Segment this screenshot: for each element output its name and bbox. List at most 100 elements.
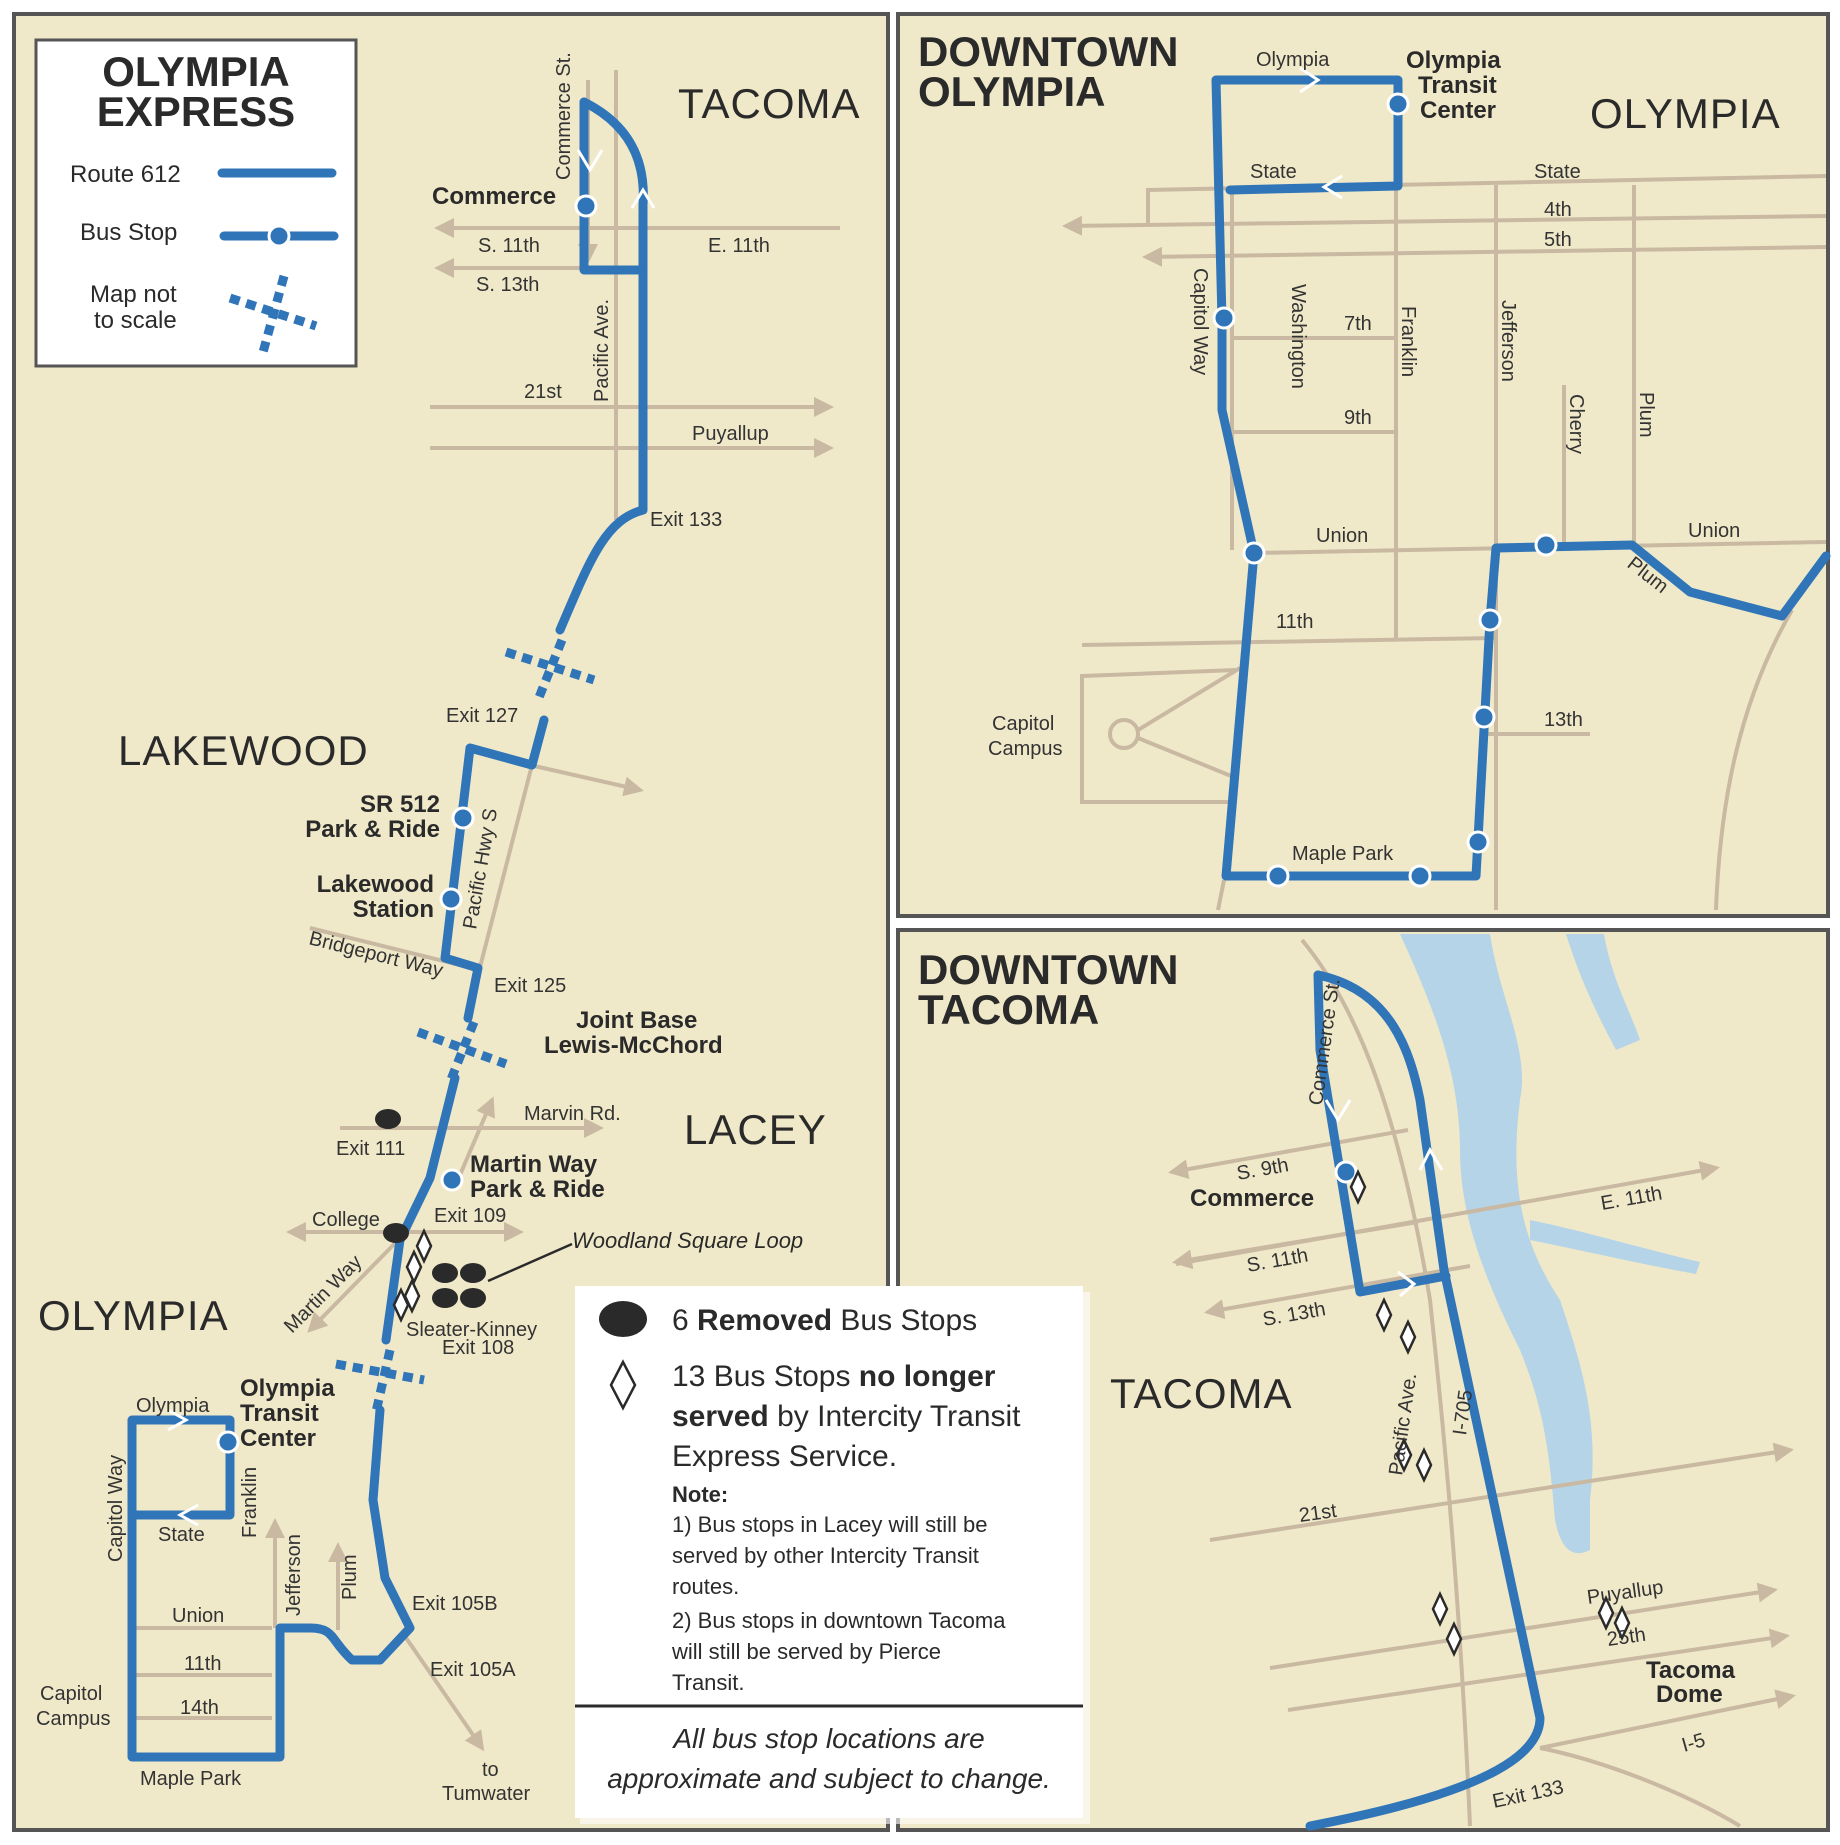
state-label-right: State bbox=[1534, 161, 1581, 183]
route-segment-tacoma bbox=[555, 97, 648, 635]
14th-label: 14th bbox=[180, 1697, 219, 1719]
martin-way-stop-label-1: Martin Way bbox=[470, 1151, 598, 1178]
city-label-olympia: OLYMPIA bbox=[38, 1292, 229, 1339]
direction-arrow-icon bbox=[1418, 1146, 1444, 1171]
union-label-left: Union bbox=[1316, 525, 1368, 547]
s11th-street bbox=[1172, 1220, 1419, 1270]
washington-label: Washington bbox=[1287, 284, 1309, 389]
jefferson-label: Jefferson bbox=[283, 1534, 305, 1616]
olympia-inset-otc-3: Center bbox=[1420, 97, 1496, 124]
college-label: College bbox=[312, 1209, 380, 1231]
stop-maple-park-west-inset[interactable] bbox=[1266, 864, 1290, 888]
tacoma-inset-title-2: TACOMA bbox=[918, 986, 1099, 1033]
unserved-stop-marker bbox=[1395, 1437, 1413, 1473]
21st-label: 21st bbox=[1298, 1500, 1339, 1527]
commerce-st-label: Commerce St. bbox=[553, 52, 575, 180]
11th-label: 11th bbox=[184, 1653, 221, 1675]
stop-commerce-inset[interactable] bbox=[1334, 1160, 1358, 1184]
direction-arrow-icon bbox=[576, 149, 604, 173]
unserved-stop-marker bbox=[405, 1249, 423, 1285]
i5-street bbox=[1539, 1689, 1796, 1750]
main-map-panel: TACOMA LAKEWOOD LACEY OLYMPIA Commerce S… bbox=[12, 12, 890, 1832]
pacific-hwy-street bbox=[476, 764, 534, 976]
stop-maple-park-east-inset[interactable] bbox=[1408, 864, 1432, 888]
stop-capitol-way-inset[interactable] bbox=[1212, 306, 1236, 330]
note-title: Note: bbox=[672, 1482, 728, 1507]
jefferson-label: Jefferson bbox=[1497, 300, 1519, 382]
11th-street bbox=[1081, 636, 1497, 647]
woodland-loop-label: Woodland Square Loop bbox=[572, 1228, 803, 1253]
city-label-lakewood: LAKEWOOD bbox=[118, 727, 369, 774]
exit108-label: Exit 108 bbox=[442, 1337, 514, 1359]
olympia-street-label: Olympia bbox=[1256, 49, 1330, 71]
9th-label: 9th bbox=[1344, 407, 1372, 429]
stop-union-cherry-inset[interactable] bbox=[1534, 533, 1558, 557]
franklin-label: Franklin bbox=[1397, 306, 1419, 377]
stop-martin-way-park-ride[interactable] bbox=[440, 1168, 464, 1192]
state-label: State bbox=[158, 1524, 205, 1546]
scale-break-1 bbox=[504, 638, 596, 702]
jblm-label-2: Lewis-McChord bbox=[544, 1032, 723, 1059]
unserved-stop-marker bbox=[1399, 1319, 1417, 1355]
removed-stop-legend-icon bbox=[599, 1301, 647, 1337]
stop-lakewood-station[interactable] bbox=[439, 887, 463, 911]
stop-jefferson-11th-inset[interactable] bbox=[1478, 608, 1502, 632]
sr512-label-1: SR 512 bbox=[360, 791, 440, 818]
puyallup-label: Puyallup bbox=[692, 423, 769, 445]
direction-arrow-icon bbox=[630, 187, 656, 209]
unserved-stop-legend-icon bbox=[609, 1359, 637, 1411]
stop-olympia-transit-center[interactable] bbox=[216, 1430, 240, 1454]
s13th-street bbox=[1204, 1264, 1471, 1320]
lakewood-station-label-2: Station bbox=[353, 896, 434, 923]
unserved-stop-marker bbox=[1445, 1621, 1463, 1657]
plum-label: Plum bbox=[339, 1554, 361, 1600]
removed-stop-marker bbox=[432, 1288, 458, 1308]
notice-box bbox=[575, 1286, 1083, 1818]
legend: OLYMPIA EXPRESS Route 612 Bus Stop Map n… bbox=[34, 38, 358, 368]
plum-label: Plum bbox=[1635, 392, 1657, 438]
woodland-leader-line bbox=[487, 1242, 573, 1283]
unserved-stops-text-2: served by Intercity Transit bbox=[672, 1400, 1021, 1433]
stop-jefferson-13th-inset[interactable] bbox=[1472, 705, 1496, 729]
capitol-way-label: Capitol Way bbox=[1189, 268, 1211, 375]
union-label: Union bbox=[172, 1605, 224, 1627]
unserved-stop-marker bbox=[392, 1287, 410, 1323]
removed-stops-text: 6 Removed Bus Stops bbox=[672, 1304, 977, 1337]
direction-arrow-icon bbox=[176, 1503, 199, 1527]
tumwater-label-1: to bbox=[482, 1759, 499, 1781]
stop-jefferson-maple-inset[interactable] bbox=[1466, 830, 1490, 854]
capitol-campus-label-2: Campus bbox=[988, 738, 1062, 760]
otc-label-2: Transit bbox=[240, 1400, 319, 1427]
state-street bbox=[1146, 174, 1827, 225]
otc-label-3: Center bbox=[240, 1425, 316, 1452]
olympia-inset-otc-1: Olympia bbox=[1406, 47, 1501, 74]
olympia-inset-frame bbox=[896, 12, 1830, 918]
marvin-label: Marvin Rd. bbox=[524, 1103, 621, 1125]
direction-arrow-icon bbox=[1397, 1270, 1417, 1298]
city-label-lacey: LACEY bbox=[684, 1106, 827, 1153]
legend-stop-label: Bus Stop bbox=[80, 219, 177, 246]
stop-olympia-transit-center-inset[interactable] bbox=[1386, 92, 1410, 116]
removed-stop-marker bbox=[460, 1288, 486, 1308]
capitol-campus-label-1: Capitol bbox=[992, 713, 1054, 735]
unserved-stop-marker bbox=[1431, 1591, 1449, 1627]
stop-commerce[interactable] bbox=[574, 194, 598, 218]
pacific-ave-label: Pacific Ave. bbox=[591, 299, 613, 402]
unserved-stop-marker bbox=[1349, 1169, 1367, 1205]
direction-arrow-icon bbox=[1299, 66, 1321, 94]
otc-label-1: Olympia bbox=[240, 1375, 335, 1402]
e11th-label: E. 11th bbox=[708, 235, 770, 257]
21st-label: 21st bbox=[524, 381, 562, 403]
legend-scale-label-2: to scale bbox=[94, 307, 177, 334]
route-segment-lacey bbox=[381, 1073, 460, 1345]
disclaimer-line1: All bus stop locations are bbox=[671, 1723, 984, 1754]
legend-box bbox=[34, 38, 358, 368]
direction-arrow-icon bbox=[167, 1408, 190, 1432]
stop-sr512-park-ride[interactable] bbox=[451, 806, 475, 830]
campus-path bbox=[1136, 666, 1242, 732]
4th-label: 4th bbox=[1544, 199, 1572, 221]
olympia-inset-route bbox=[1211, 75, 1831, 881]
stop-capitol-union-inset[interactable] bbox=[1242, 541, 1266, 565]
